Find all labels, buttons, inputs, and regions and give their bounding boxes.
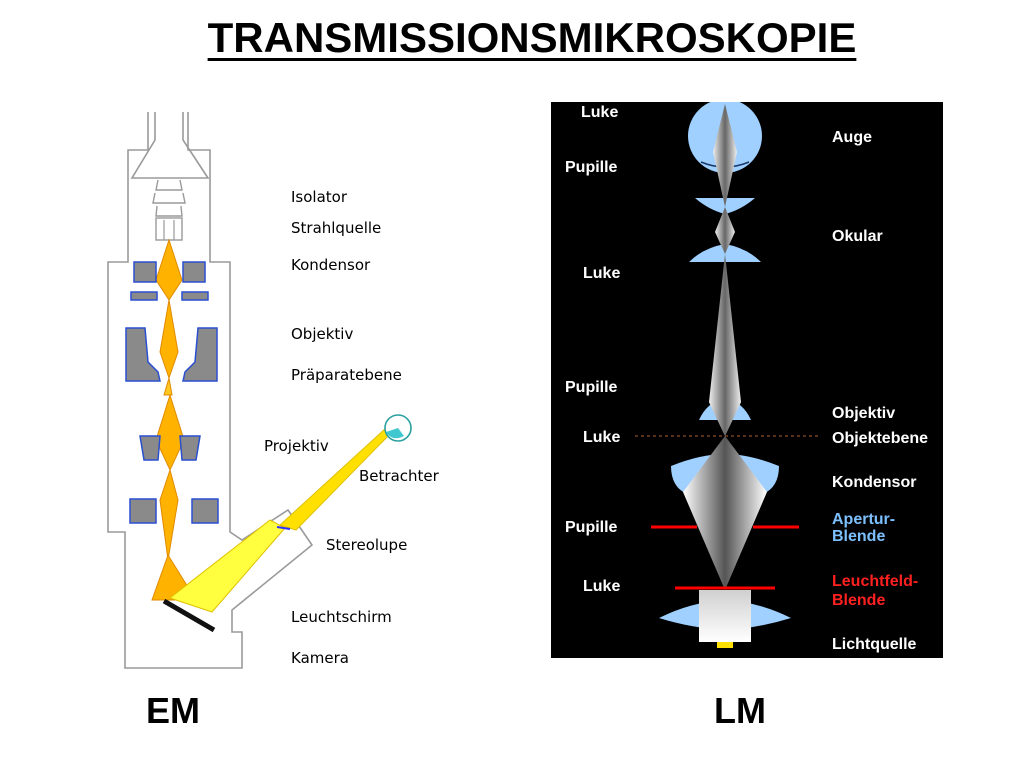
em-lens-pole-pieces <box>125 261 219 524</box>
lm-beam-okular <box>715 207 735 254</box>
lm-label-objektiv: Objektiv <box>832 405 896 422</box>
lm-caption: LM <box>714 690 766 731</box>
reflected-beam <box>168 519 286 613</box>
lm-beam-objektiv <box>709 402 741 436</box>
page-title: TRANSMISSIONSMIKROSKOPIE <box>207 14 857 61</box>
lm-label-luke-2: Luke <box>583 265 621 282</box>
strahlquelle-shape <box>155 217 183 241</box>
leuchtschirm-shape <box>162 598 216 633</box>
lm-label-pupille-1: Pupille <box>565 159 618 176</box>
lm-label-aperturblende-1: Apertur- <box>832 511 896 528</box>
lm-beam-kondensor <box>683 436 767 590</box>
em-column-outline <box>107 112 314 669</box>
lm-label-pupille-3: Pupille <box>565 519 618 536</box>
em-caption: EM <box>146 690 200 731</box>
lm-label-auge: Auge <box>832 129 872 146</box>
label-leuchtschirm: Leuchtschirm <box>291 608 392 626</box>
lm-lichtquelle-shape <box>717 642 733 648</box>
lm-label-objektebene: Objektebene <box>832 430 929 447</box>
lm-label-luke-3: Luke <box>583 429 621 446</box>
lm-label-aperturblende-2: Blende <box>832 528 886 545</box>
label-objektiv: Objektiv <box>291 325 354 343</box>
lm-beam-eye <box>713 104 737 207</box>
label-betrachter: Betrachter <box>359 467 439 485</box>
lm-panel: Luke Pupille Luke Pupille Luke Pupille L… <box>551 102 943 658</box>
lm-label-leuchtfeldblende-2: Blende <box>832 592 886 609</box>
em-isolator <box>152 179 186 217</box>
lm-beam-lamp <box>699 590 751 642</box>
em-gun-top <box>130 112 210 179</box>
label-kondensor: Kondensor <box>291 256 371 274</box>
lm-label-leuchtfeldblende-1: Leuchtfeld- <box>832 573 919 590</box>
label-stereolupe: Stereolupe <box>326 536 408 554</box>
em-diagram <box>107 112 412 669</box>
lm-label-lichtquelle: Lichtquelle <box>832 636 917 653</box>
lm-label-luke-1: Luke <box>581 104 619 121</box>
lm-beam-tube <box>709 254 741 436</box>
lm-label-kondensor: Kondensor <box>832 474 917 491</box>
label-praeparatebene: Präparatebene <box>291 366 402 384</box>
label-kamera: Kamera <box>291 649 349 667</box>
label-projektiv: Projektiv <box>264 437 329 455</box>
lm-label-luke-4: Luke <box>583 578 621 595</box>
betrachter-eye <box>384 414 412 442</box>
lm-label-okular: Okular <box>832 228 883 245</box>
lm-diagram <box>635 102 819 648</box>
label-strahlquelle: Strahlquelle <box>291 219 382 237</box>
label-isolator: Isolator <box>291 188 348 206</box>
lm-label-pupille-2: Pupille <box>565 379 618 396</box>
